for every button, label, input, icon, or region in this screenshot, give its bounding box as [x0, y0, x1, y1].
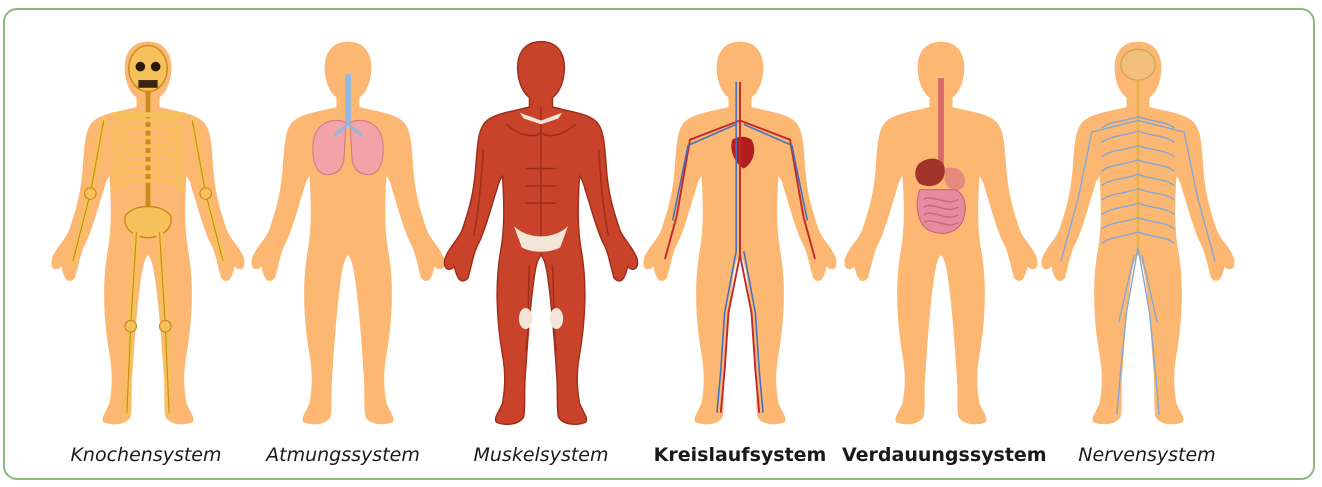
body-illustration [1038, 22, 1238, 442]
body-illustration [48, 22, 248, 442]
figure-nerves [1038, 22, 1238, 452]
caption-nerves: Nervensystem [1047, 444, 1247, 466]
eye-socket-right [151, 62, 161, 72]
caption-skeleton: Knochensystem [46, 444, 246, 466]
brain [1121, 49, 1156, 80]
caption-muscles: Muskelsystem [441, 444, 641, 466]
intestines [917, 190, 965, 234]
joint [125, 320, 137, 332]
figure-digestion [841, 22, 1041, 452]
figure-skeleton [48, 22, 248, 452]
joint [85, 188, 97, 200]
body-illustration [248, 22, 448, 442]
caption-lungs: Atmungssystem [243, 444, 443, 466]
knee-tendon [519, 308, 532, 329]
pelvis [125, 207, 172, 238]
figure-circulation [640, 22, 840, 452]
body-illustration [841, 22, 1041, 442]
jaw [138, 80, 157, 88]
caption-circulation: Kreislaufsystem [640, 444, 840, 466]
body-illustration [640, 22, 840, 442]
caption-digestion: Verdauungssystem [842, 444, 1042, 466]
knee-tendon [550, 308, 563, 329]
muscles-overlay [444, 42, 637, 425]
joint [200, 188, 212, 200]
figure-lungs [248, 22, 448, 452]
nerves-overlay [1061, 49, 1215, 414]
body-illustration [441, 22, 641, 442]
skeleton-overlay [73, 45, 223, 412]
joint [160, 320, 172, 332]
figure-muscles [441, 22, 641, 452]
eye-socket-left [136, 62, 146, 72]
